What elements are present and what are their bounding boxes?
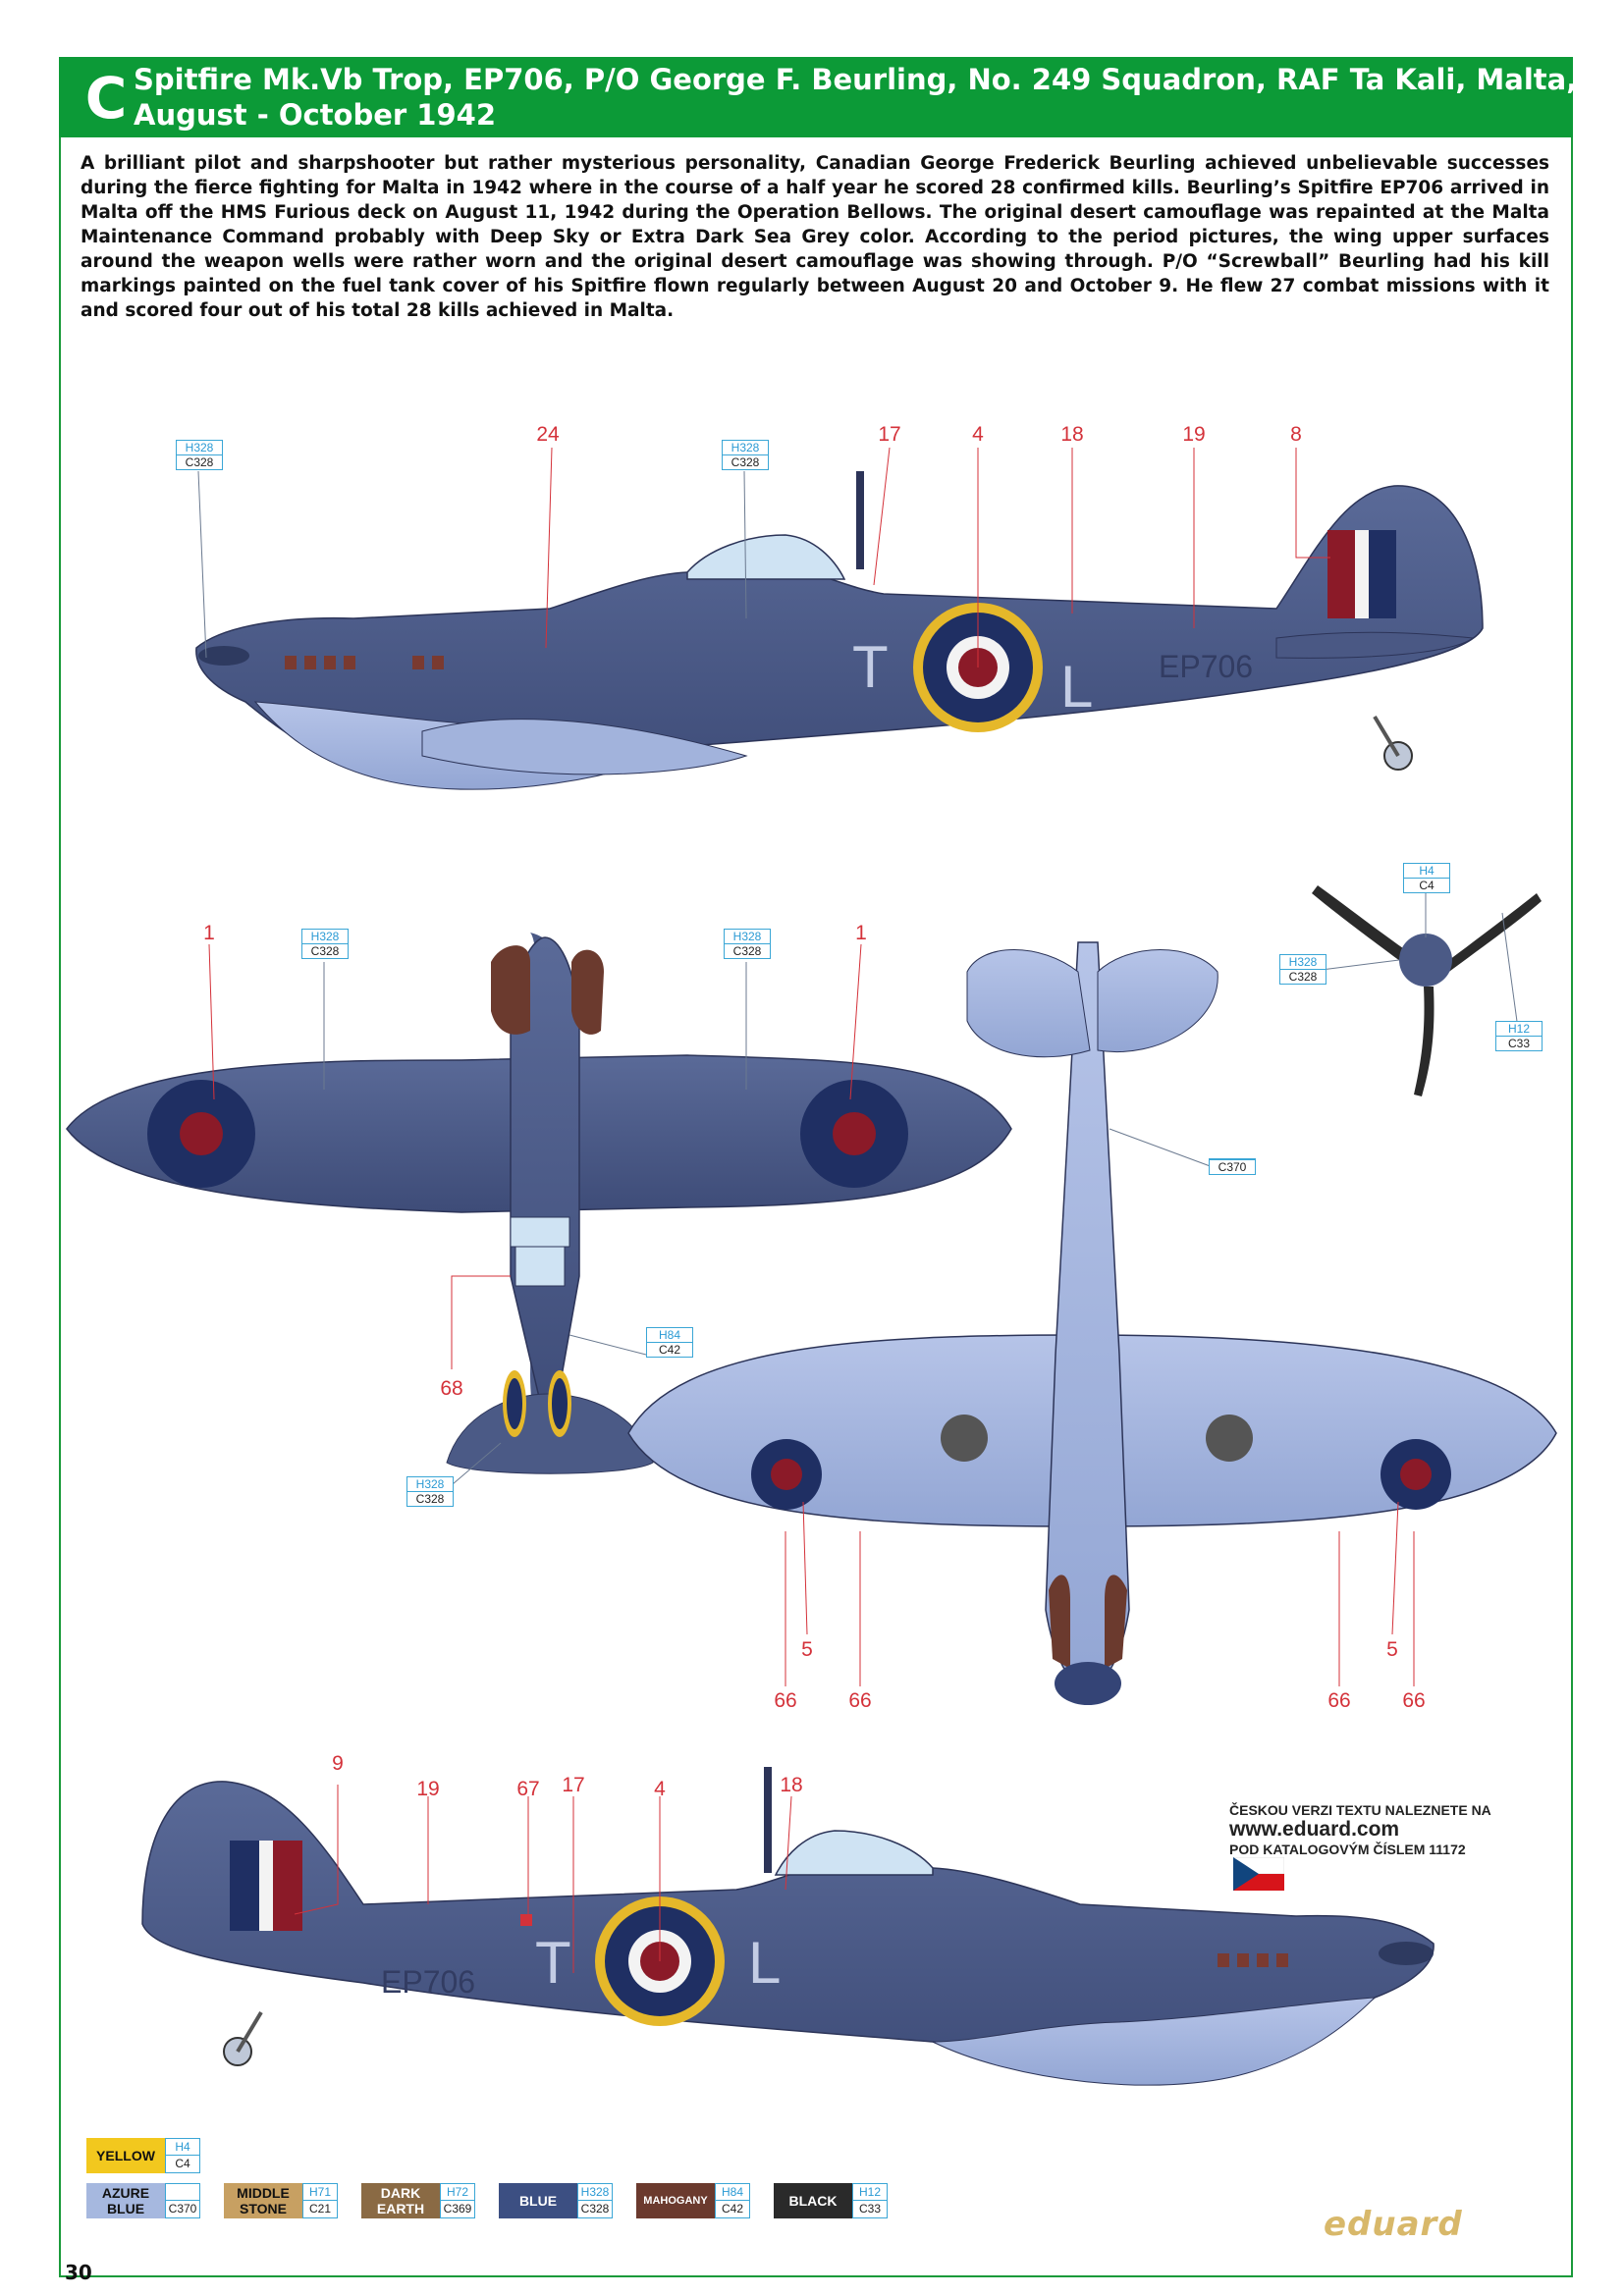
- bottom-view: [627, 941, 1557, 1705]
- side-view-right: [141, 1767, 1435, 2086]
- callout-19: 19: [1182, 423, 1206, 446]
- callout-66: 66: [1402, 1689, 1426, 1712]
- eduard-logo: eduard: [1324, 2205, 1463, 2244]
- callout-1-right: 1: [855, 922, 867, 944]
- side1-serial: EP706: [1159, 649, 1253, 684]
- callout-1-left: 1: [203, 922, 215, 944]
- callout-24: 24: [536, 423, 560, 446]
- callout-17: 17: [562, 1774, 585, 1796]
- side-view-left: [195, 471, 1484, 790]
- scheme-letter: C: [84, 65, 128, 132]
- side2-code-right: L: [748, 1930, 781, 1996]
- callout-68: 68: [440, 1377, 463, 1400]
- side1-code-left: T: [852, 634, 889, 700]
- scheme-title-line1: Spitfire Mk.Vb Trop, EP706, P/O George F…: [134, 63, 1578, 96]
- propeller: [1312, 885, 1542, 1096]
- scheme-title-line2: August - October 1942: [134, 98, 497, 132]
- callout-5-right: 5: [1386, 1638, 1398, 1661]
- callout-19: 19: [416, 1778, 440, 1800]
- side2-serial: EP706: [381, 1964, 475, 2000]
- callout-66: 66: [848, 1689, 872, 1712]
- callout-9: 9: [332, 1752, 344, 1775]
- callout-4: 4: [972, 423, 984, 446]
- eduard-url-link[interactable]: www.eduard.com: [1229, 1818, 1400, 1841]
- scheme-description: A brilliant pilot and sharpshooter but r…: [81, 153, 1549, 321]
- callout-18: 18: [780, 1774, 803, 1796]
- page-number: 30: [65, 2261, 92, 2284]
- callout-5-left: 5: [801, 1638, 813, 1661]
- paint-ref: C370: [1209, 1158, 1256, 1175]
- side2-code-left: T: [535, 1930, 571, 1996]
- callout-8: 8: [1290, 423, 1302, 446]
- top-view: [66, 933, 1012, 1474]
- callout-67: 67: [516, 1778, 540, 1800]
- czech-version-note: ČESKOU VERZI TEXTU NALEZNETE NA www.edua…: [1229, 1802, 1553, 1857]
- paint-leaders: [197, 470, 1519, 1503]
- czech-note-line3: POD KATALOGOVÝM ČÍSLEM 11172: [1229, 1842, 1466, 1857]
- callout-leaders: [208, 447, 1415, 1973]
- callout-4: 4: [654, 1778, 666, 1800]
- czech-flag-icon: [1233, 1857, 1284, 1891]
- callout-66: 66: [774, 1689, 797, 1712]
- czech-note-line1: ČESKOU VERZI TEXTU NALEZNETE NA: [1229, 1802, 1491, 1818]
- callout-17: 17: [878, 423, 901, 446]
- callout-66: 66: [1327, 1689, 1351, 1712]
- callout-18: 18: [1060, 423, 1084, 446]
- side1-code-right: L: [1060, 654, 1093, 720]
- header-bar: [59, 57, 1573, 137]
